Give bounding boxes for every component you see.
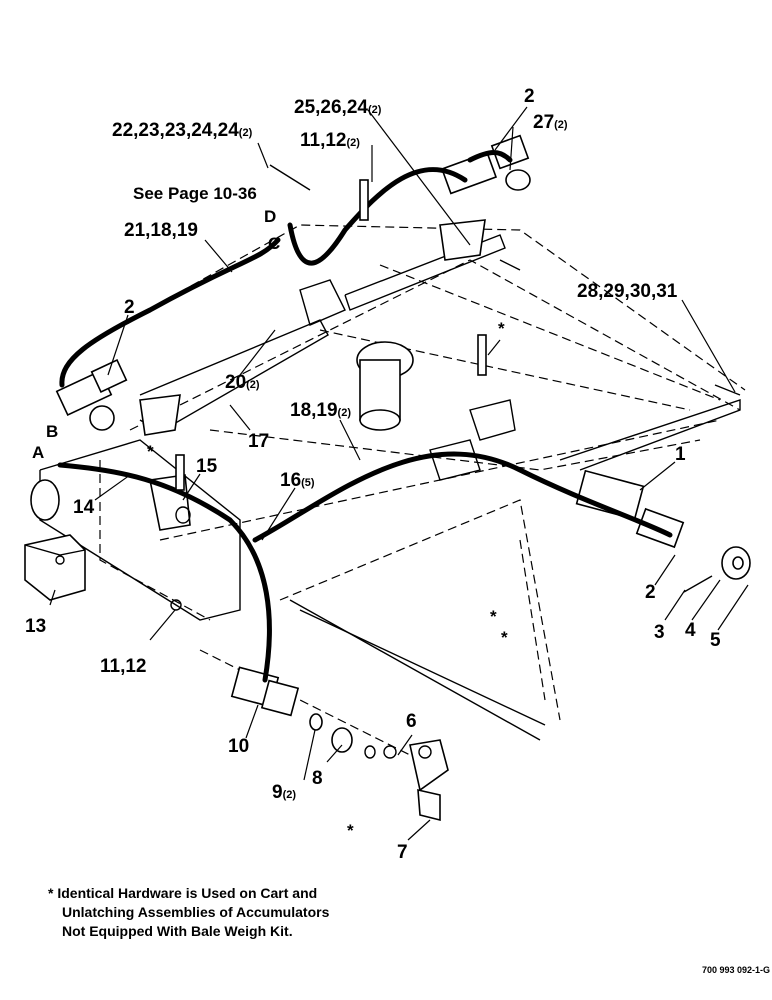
cylinder-bottom bbox=[230, 666, 376, 759]
callout-1: 1 bbox=[675, 444, 686, 465]
bracket-14 bbox=[30, 479, 60, 521]
callout-9: 9(2) bbox=[272, 782, 296, 803]
callout-2-right: 2 bbox=[645, 582, 656, 603]
connector-label-D: D bbox=[264, 207, 276, 226]
see-page-reference: See Page 10-36 bbox=[133, 184, 257, 203]
callout-6: 6 bbox=[406, 711, 417, 732]
cylinder-left bbox=[55, 359, 128, 431]
connector-label-B: B bbox=[46, 422, 58, 441]
callout-17: 17 bbox=[248, 431, 269, 452]
hardware-bolts bbox=[170, 164, 741, 611]
footnote: * Identical Hardware is Used on Cart and… bbox=[48, 885, 330, 939]
callout-11-12-top: 11,12(2) bbox=[300, 130, 360, 151]
callout-15: 15 bbox=[196, 456, 218, 477]
callout-28-29-30-31: 28,29,30,31 bbox=[577, 281, 678, 302]
star-marker-center: * bbox=[498, 319, 505, 338]
callout-11-12-bottom: 11,12 bbox=[100, 656, 147, 677]
callout-8: 8 bbox=[312, 768, 323, 789]
callout-10: 10 bbox=[228, 736, 249, 757]
document-number: 700 993 092-1-G bbox=[702, 965, 770, 975]
callout-14: 14 bbox=[73, 497, 95, 518]
callout-22-23-24: 22,23,23,24,24(2) bbox=[112, 120, 253, 141]
bracket-top bbox=[139, 219, 486, 436]
callout-2-left: 2 bbox=[124, 297, 135, 318]
callout-25-26-24: 25,26,24(2) bbox=[294, 97, 382, 118]
hoses bbox=[57, 150, 673, 683]
star-marker-right-2: * bbox=[501, 628, 508, 647]
footnote-line-2: Unlatching Assemblies of Accumulators bbox=[62, 904, 330, 920]
footnote-line-1: * Identical Hardware is Used on Cart and bbox=[48, 885, 317, 901]
connector-label-C: C bbox=[268, 234, 280, 253]
callout-13: 13 bbox=[25, 616, 46, 637]
star-marker-left: * bbox=[147, 442, 154, 461]
connector-label-A: A bbox=[32, 443, 44, 462]
callout-27: 27(2) bbox=[533, 112, 568, 133]
callout-3: 3 bbox=[654, 622, 665, 643]
callout-18-19: 18,19(2) bbox=[290, 400, 351, 421]
callout-4: 4 bbox=[685, 620, 696, 641]
callout-labels: 1 2 2 2 3 4 5 6 7 8 9(2) 10 11,12 13 14 … bbox=[25, 86, 721, 863]
center-spindle bbox=[299, 279, 516, 481]
callout-5: 5 bbox=[710, 630, 721, 651]
callout-20: 20(2) bbox=[225, 372, 260, 393]
footnote-line-3: Not Equipped With Bale Weigh Kit. bbox=[62, 923, 293, 939]
callout-16: 16(5) bbox=[280, 470, 315, 491]
bracket-7 bbox=[383, 739, 449, 822]
star-marker-right-1: * bbox=[490, 607, 497, 626]
callout-2-top: 2 bbox=[524, 86, 535, 107]
cylinder-top bbox=[440, 134, 531, 195]
bracket-13 bbox=[24, 534, 86, 601]
leader-lines bbox=[49, 106, 749, 841]
callout-7: 7 bbox=[397, 842, 408, 863]
star-marker-bottom: * bbox=[347, 821, 354, 840]
callout-21-18-19: 21,18,19 bbox=[124, 220, 198, 241]
